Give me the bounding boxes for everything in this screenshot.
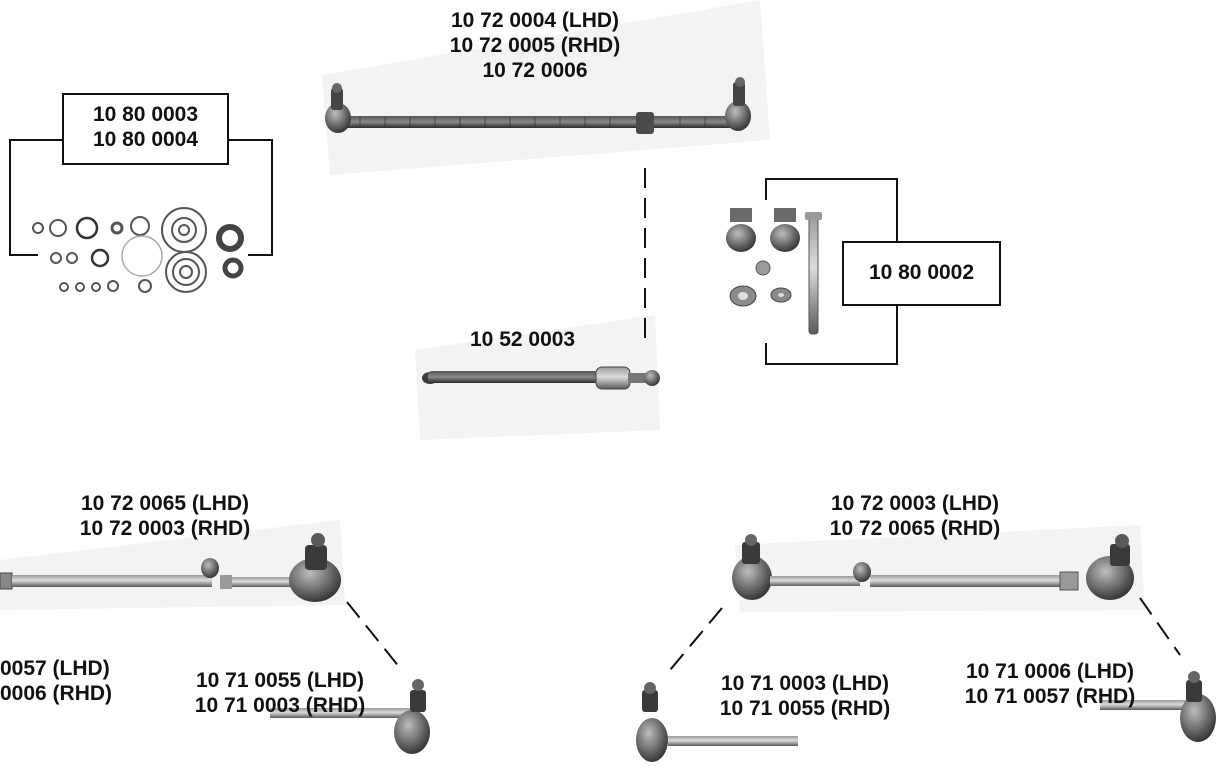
damper-label: 10 52 0003 — [470, 328, 576, 351]
left-tie-rod-label-line-1: 10 72 0065 (LHD) — [80, 492, 250, 515]
right-outer-end-label: 10 71 0006 (LHD) 10 71 0057 (RHD) — [935, 659, 1165, 709]
left-outer-end-label-line-1: 0057 (LHD) — [0, 657, 110, 680]
bushing-kit-part — [726, 208, 822, 335]
center-link-part — [325, 77, 751, 134]
left-inner-end-label-line-2: 10 71 0003 (RHD) — [194, 694, 366, 717]
right-inner-end-label-line-1: 10 71 0003 (LHD) — [720, 672, 890, 695]
bushing-kit-label-box: 10 80 0002 — [842, 241, 1001, 306]
photo-backgrounds — [0, 0, 1145, 612]
right-inner-end-label: 10 71 0003 (LHD) 10 71 0055 (RHD) — [685, 671, 925, 721]
seal-kit-label-line-2: 10 80 0004 — [92, 128, 199, 151]
connector-lines — [346, 168, 1181, 671]
right-tie-rod-label-line-2: 10 72 0065 (RHD) — [829, 517, 1001, 540]
right-inner-tie-rod-end-part — [636, 682, 798, 762]
right-tie-rod-label: 10 72 0003 (LHD) 10 72 0065 (RHD) — [790, 491, 1040, 541]
left-tie-rod-label-line-2: 10 72 0003 (RHD) — [79, 517, 251, 540]
center-link-label-line-2: 10 72 0005 (RHD) — [449, 34, 621, 57]
bracket-lines — [9, 139, 898, 365]
left-outer-end-label-line-2: 0006 (RHD) — [0, 682, 113, 705]
center-link-label-line-3: 10 72 0006 — [482, 59, 588, 82]
right-inner-end-label-line-2: 10 71 0055 (RHD) — [719, 697, 891, 720]
center-link-label: 10 72 0004 (LHD) 10 72 0005 (RHD) 10 72 … — [400, 8, 670, 83]
right-tie-rod-part — [732, 534, 1134, 600]
left-tie-rod-end-part — [270, 679, 430, 754]
center-link-label-line-1: 10 72 0004 (LHD) — [450, 9, 620, 32]
left-tie-rod-label: 10 72 0065 (LHD) 10 72 0003 (RHD) — [40, 491, 290, 541]
seal-kit-label-box: 10 80 0003 10 80 0004 — [62, 93, 229, 165]
left-outer-end-label: 0057 (LHD) 0006 (RHD) — [0, 656, 112, 706]
left-inner-end-label: 10 71 0055 (LHD) 10 71 0003 (RHD) — [165, 668, 395, 718]
seal-kit-part — [32, 207, 244, 293]
left-inner-end-label-line-1: 10 71 0055 (LHD) — [195, 669, 365, 692]
left-tie-rod-part — [0, 533, 341, 602]
right-outer-end-label-line-1: 10 71 0006 (LHD) — [965, 660, 1135, 683]
steering-damper-part — [422, 366, 660, 390]
bushing-kit-label: 10 80 0002 — [868, 261, 975, 284]
right-tie-rod-label-line-1: 10 72 0003 (LHD) — [830, 492, 1000, 515]
right-outer-end-label-line-2: 10 71 0057 (RHD) — [964, 685, 1136, 708]
seal-kit-label-line-1: 10 80 0003 — [92, 103, 199, 126]
right-outer-tie-rod-end-part — [1100, 671, 1216, 742]
